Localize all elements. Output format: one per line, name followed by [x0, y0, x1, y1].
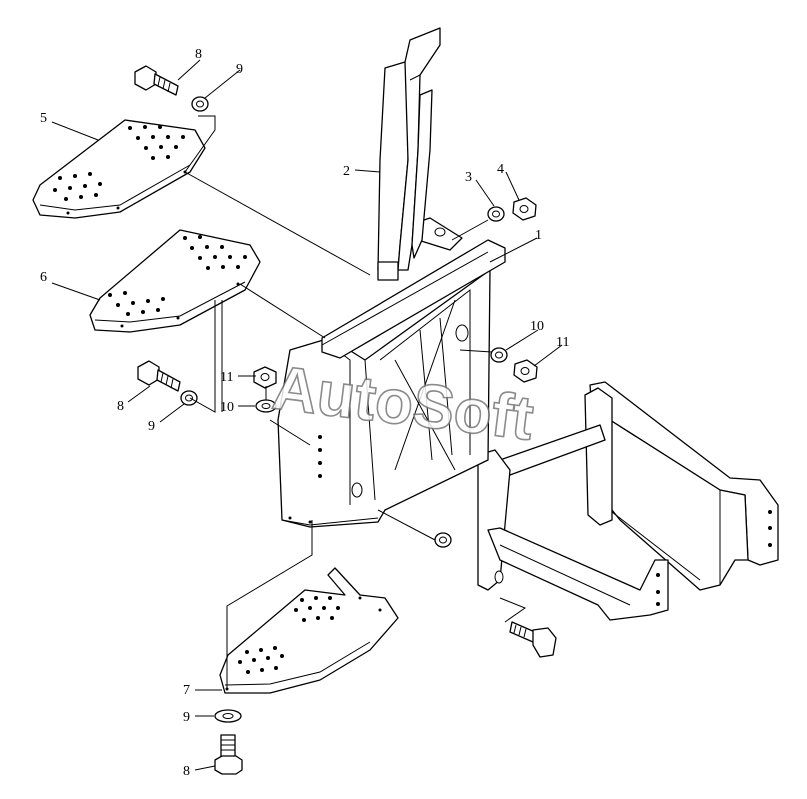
washer-lower-center — [434, 532, 452, 548]
step-plate-5 — [32, 119, 206, 219]
washer-10-right — [490, 347, 508, 363]
nut-4 — [512, 197, 537, 221]
washer-9-mid — [180, 390, 198, 406]
bolt-8-bottom — [214, 734, 243, 775]
nut-11-left — [253, 366, 277, 389]
callout-leaders — [51, 59, 563, 771]
bolt-8-mid — [137, 360, 181, 392]
step-plate-6 — [89, 229, 261, 333]
step-plate-7 — [219, 567, 399, 694]
tall-bracket-arm — [377, 27, 441, 281]
washer-9-top — [191, 96, 209, 112]
callout-7: 7 — [183, 683, 190, 698]
callout-8-mid: 8 — [117, 399, 124, 414]
bolt-8-top — [134, 65, 179, 96]
rear-bracket-frame — [477, 381, 779, 621]
callout-11-right: 11 — [556, 335, 569, 350]
callout-9-bottom: 9 — [183, 710, 190, 725]
callout-6: 6 — [40, 270, 47, 285]
callout-1: 1 — [535, 228, 542, 243]
callout-9-mid: 9 — [148, 419, 155, 434]
assembly-lines — [184, 115, 527, 690]
washer-3 — [487, 206, 505, 222]
callout-8-bottom: 8 — [183, 764, 190, 779]
callout-8-top: 8 — [195, 47, 202, 62]
washer-9-bottom — [214, 709, 242, 723]
callout-2: 2 — [343, 164, 350, 179]
step-7-holes — [225, 596, 382, 691]
callout-3: 3 — [465, 170, 472, 185]
central-column — [277, 217, 506, 528]
nut-11-right — [513, 359, 538, 383]
callout-9-top: 9 — [236, 62, 243, 77]
step-6-holes — [108, 235, 247, 328]
bolt-lower-right — [509, 621, 557, 658]
callout-4: 4 — [497, 162, 504, 177]
callout-11-left: 11 — [220, 370, 233, 385]
callout-10-left: 10 — [220, 400, 234, 415]
callout-5: 5 — [40, 111, 47, 126]
callout-10-right: 10 — [530, 319, 544, 334]
callout-labels: 1 2 3 4 5 6 7 8 9 8 9 10 11 11 10 9 8 — [40, 47, 569, 779]
